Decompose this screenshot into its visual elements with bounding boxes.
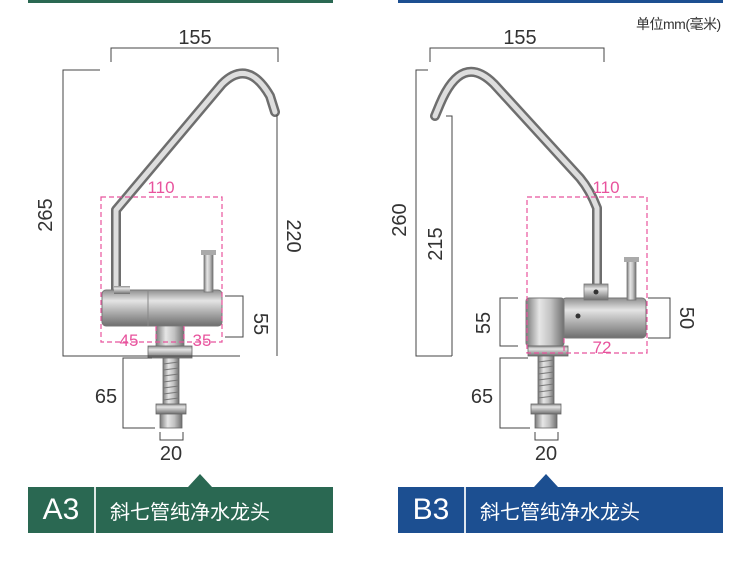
badge-b3-code: B3 [398, 487, 466, 533]
badge-a-pointer [188, 474, 212, 487]
badge-a3: A3 斜七管纯净水龙头 [28, 487, 333, 533]
faucet-a-handle [203, 251, 214, 293]
a-left-45: 45 [120, 331, 139, 350]
b-diameter-20: 20 [535, 443, 557, 465]
a-height-220: 220 [282, 219, 304, 252]
faucet-b-body [561, 297, 647, 339]
a-width-155: 155 [178, 27, 211, 49]
unit-note: 单位mm(毫米) [636, 16, 721, 32]
a-diameter-20: 20 [160, 443, 182, 465]
b-width-155: 155 [503, 27, 536, 49]
badge-b-pointer [534, 474, 558, 487]
faucet-b-cylinder [525, 297, 565, 347]
faucet-a-pink-guides [100, 196, 223, 343]
a-shank-65: 65 [95, 386, 117, 408]
b-body-55: 55 [473, 312, 495, 334]
a-height-265: 265 [35, 198, 57, 231]
b-body-50: 50 [675, 307, 697, 329]
a-body-55: 55 [249, 313, 271, 335]
b-shank-65: 65 [471, 386, 493, 408]
faucet-b-dimension-lines [415, 47, 671, 441]
faucet-b-pink-guides [526, 196, 648, 354]
faucet-b-drawing [430, 66, 647, 429]
b-pink-110: 110 [592, 178, 619, 197]
badge-a3-name: 斜七管纯净水龙头 [110, 499, 270, 524]
top-accent-line-a [28, 0, 333, 3]
a-pink-110: 110 [147, 178, 174, 197]
faucet-b-handle [626, 259, 637, 301]
b-height-260: 260 [389, 203, 411, 236]
faucet-a-drawing [101, 68, 280, 429]
badge-b3-name: 斜七管纯净水龙头 [480, 499, 640, 524]
top-accent-line-b [398, 0, 723, 3]
faucet-a-dimension-lines [62, 47, 279, 441]
a-right-35: 35 [193, 331, 212, 350]
faucet-a-body [101, 289, 223, 327]
badge-b3: B3 斜七管纯净水龙头 [398, 487, 723, 533]
badge-a3-code: A3 [28, 487, 96, 533]
b-body-width-72: 72 [593, 338, 612, 357]
b-height-215: 215 [425, 227, 447, 260]
